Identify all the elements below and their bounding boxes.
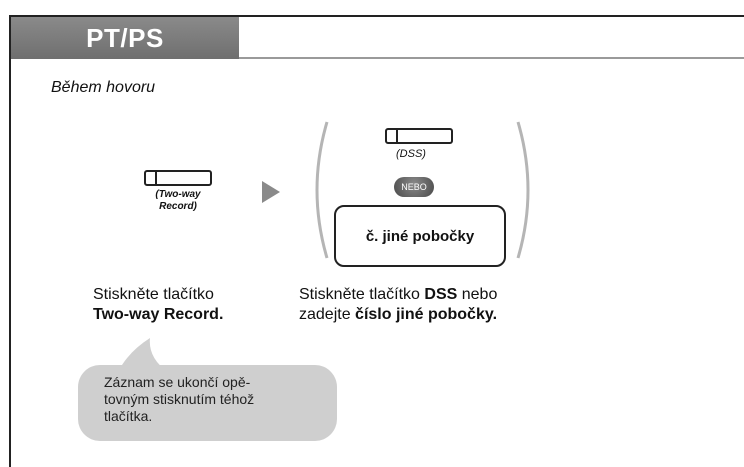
step2-line-1: Stiskněte tlačítko DSS nebo <box>299 285 497 305</box>
step1-instruction: Stiskněte tlačítko Two-way Record. <box>93 285 223 325</box>
step2-text-line2-pre: zadejte <box>299 306 356 323</box>
note-line-3: tlačítka. <box>104 408 153 424</box>
left-paren-icon <box>315 121 329 259</box>
caption-line-1: (Two-way <box>155 189 201 200</box>
or-badge: NEBO <box>394 177 434 197</box>
step2-text-pre: Stiskněte tlačítko <box>299 286 425 303</box>
step2-text-mid: nebo <box>457 286 498 303</box>
section-tab: PT/PS <box>11 17 239 59</box>
two-way-record-key-icon <box>144 170 212 186</box>
step2-line-2: zadejte číslo jiné pobočky. <box>299 305 497 325</box>
step2-bold-number: číslo jiné pobočky. <box>355 306 498 323</box>
header-rule <box>239 57 744 59</box>
caption-line-2: Record) <box>159 201 197 212</box>
step1-line-2: Two-way Record. <box>93 305 223 325</box>
step2-bold-dss: DSS <box>424 286 458 303</box>
note-line-1: Záznam se ukončí opě- <box>104 374 251 390</box>
note-text: Záznam se ukončí opě- tovným stisknutím … <box>104 374 334 425</box>
context-title: Během hovoru <box>51 79 156 96</box>
right-paren-icon <box>516 121 530 259</box>
next-arrow-icon <box>262 181 280 203</box>
dss-key-icon <box>385 128 453 144</box>
step1-line-1: Stiskněte tlačítko <box>93 286 214 303</box>
content-frame <box>9 15 744 467</box>
extension-number-entry: č. jiné pobočky <box>334 205 506 267</box>
note-line-2: tovným stisknutím téhož <box>104 391 255 407</box>
note-bubble <box>78 365 337 441</box>
two-way-record-caption: (Two-way Record) <box>138 189 218 213</box>
step2-instruction: Stiskněte tlačítko DSS nebo zadejte čísl… <box>299 285 497 325</box>
step1-bold: Two-way Record. <box>93 306 224 323</box>
dss-caption: (DSS) <box>396 148 426 160</box>
